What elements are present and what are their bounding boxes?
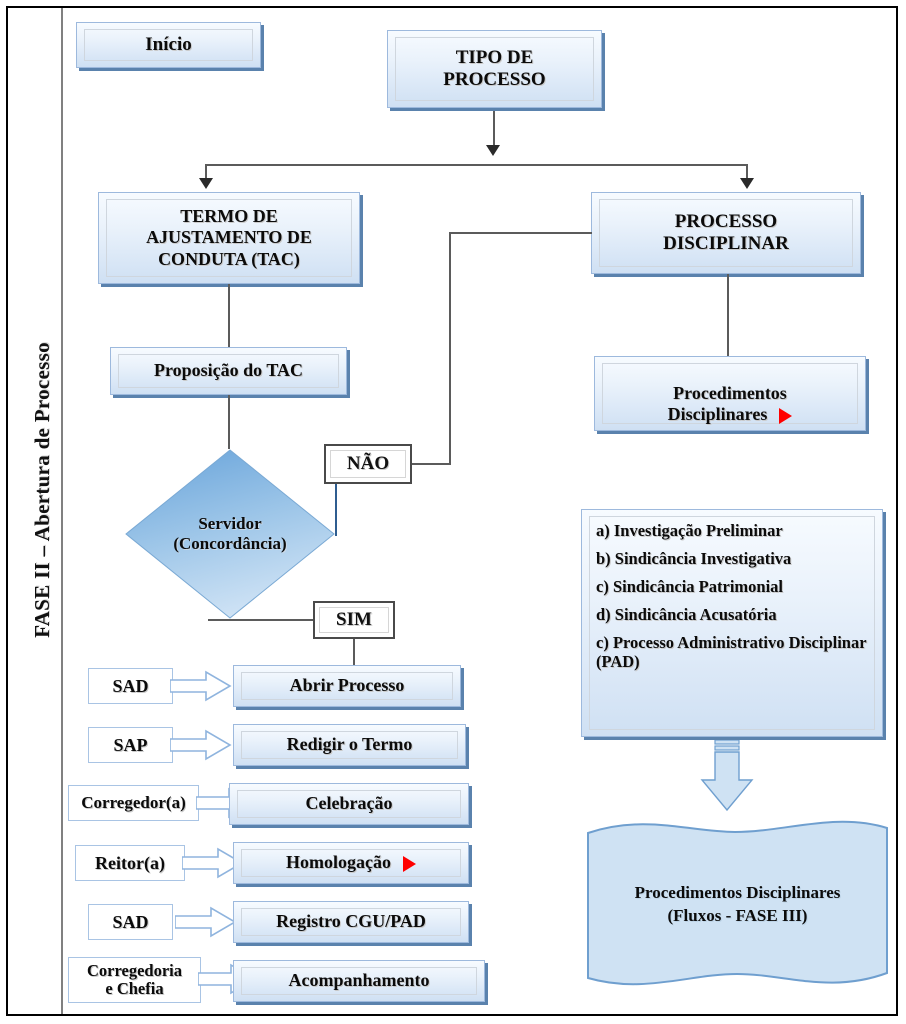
block-arrow-1 <box>170 729 232 761</box>
block-arrow-3 <box>182 847 244 879</box>
step-box-2[interactable]: Celebração <box>229 783 469 825</box>
phase-title: FASE II – Abertura de Processo <box>30 342 54 638</box>
node-tac-label: TERMO DE AJUSTAMENTO DE CONDUTA (TAC) <box>136 206 322 270</box>
decision-servidor-concordancia[interactable]: Servidor (Concordância) <box>124 448 336 620</box>
connector-nao-right <box>412 463 450 465</box>
connector-split-right-down <box>746 164 748 180</box>
block-arrow-4 <box>175 906 237 938</box>
procedure-item-2: c) Sindicância Patrimonial <box>596 576 783 596</box>
step-box-1[interactable]: Redigir o Termo <box>233 724 466 766</box>
role-box-1[interactable]: SAP <box>88 727 173 763</box>
node-processo-disciplinar-label: PROCESSO DISCIPLINAR <box>663 210 789 254</box>
decision-label-nao-text: NÃO <box>346 453 390 474</box>
decision-label-nao[interactable]: NÃO <box>324 444 412 484</box>
node-tipo-de-processo-label: TIPO DE PROCESSO <box>443 46 546 90</box>
procedure-item-3: d) Sindicância Acusatória <box>596 604 777 624</box>
node-tipo-de-processo[interactable]: TIPO DE PROCESSO <box>387 30 602 108</box>
role-label-5: Corregedoria e Chefia <box>87 960 182 998</box>
down-block-arrow <box>700 740 754 812</box>
step-label-0: Abrir Processo <box>289 675 405 696</box>
wave-shape-path <box>587 820 888 986</box>
step-label-4: Registro CGU/PAD <box>276 911 426 932</box>
decision-diamond-shape <box>125 449 335 619</box>
node-termo-ajustamento-conduta[interactable]: TERMO DE AJUSTAMENTO DE CONDUTA (TAC) <box>98 192 360 284</box>
connector-split-horizontal <box>205 164 748 166</box>
node-proposicao-do-tac[interactable]: Proposição do TAC <box>110 347 347 395</box>
procedures-list-box[interactable]: a) Investigação Preliminar b) Sindicânci… <box>581 509 883 737</box>
node-inicio[interactable]: Início <box>76 22 261 68</box>
connector-diamond-to-sim <box>208 619 323 621</box>
decision-label-sim-text: SIM <box>336 609 372 630</box>
inner-bevel <box>319 607 389 633</box>
connector-sim-to-abrir <box>353 639 355 665</box>
connector-procdisc-to-procedimentos <box>727 274 729 356</box>
terminal-label: Procedimentos Disciplinares (Fluxos - FA… <box>585 882 890 928</box>
red-triangle-marker-homologacao <box>403 856 416 873</box>
tac-line1: TERMO DE AJUSTAMENTO DE CONDUTA (TAC) <box>146 206 312 269</box>
red-triangle-marker-procedimentos <box>779 407 793 424</box>
step-label-1: Redigir o Termo <box>286 734 413 755</box>
title-column-divider <box>61 8 63 1014</box>
decision-label: Servidor (Concordância) <box>124 448 336 620</box>
page-frame <box>6 6 898 1016</box>
connector-tipo-down <box>493 111 495 147</box>
procedimentos-text: Procedimentos Disciplinares <box>667 382 787 425</box>
arrowhead-tipo-down <box>486 145 500 156</box>
inner-bevel <box>330 450 406 478</box>
node-processo-disciplinar[interactable]: PROCESSO DISCIPLINAR <box>591 192 861 274</box>
step-box-3[interactable]: Homologação <box>233 842 469 884</box>
role-label-3: Reitor(a) <box>95 852 165 873</box>
node-inicio-label: Início <box>145 33 192 55</box>
role-box-3[interactable]: Reitor(a) <box>75 845 185 881</box>
role-label-4: SAD <box>112 911 149 932</box>
connector-tac-to-proposicao <box>228 284 230 347</box>
connector-split-left-down <box>205 164 207 180</box>
node-proposicao-label: Proposição do TAC <box>153 360 304 381</box>
arrowhead-to-processo-disciplinar <box>740 178 754 189</box>
role-label-0: SAD <box>112 675 149 696</box>
role-box-4[interactable]: SAD <box>88 904 173 940</box>
procedure-item-4: c) Processo Administrativo Disciplinar (… <box>596 632 867 671</box>
connector-nao-up <box>449 232 451 465</box>
terminal-wave-shape[interactable]: Procedimentos Disciplinares (Fluxos - FA… <box>585 808 890 998</box>
connector-proposicao-to-decision <box>228 395 230 449</box>
decision-label-text: Servidor (Concordância) <box>173 513 287 553</box>
role-label-1: SAP <box>113 734 148 755</box>
decision-label-sim[interactable]: SIM <box>313 601 395 639</box>
block-arrow-0 <box>170 670 232 702</box>
step-box-4[interactable]: Registro CGU/PAD <box>233 901 469 943</box>
procedure-item-1: b) Sindicância Investigativa <box>596 548 792 568</box>
terminal-line1: Procedimentos Disciplinares <box>634 883 841 902</box>
node-procedimentos-label: Procedimentos Disciplinares <box>658 362 803 426</box>
terminal-line2: (Fluxos - FASE III) <box>667 905 808 925</box>
step-label-3-text: Homologação <box>286 852 391 873</box>
connector-nao-to-procdisc <box>449 232 592 234</box>
connector-diamond-to-nao <box>335 484 337 536</box>
step-label-3: Homologação <box>276 852 426 873</box>
step-box-5[interactable]: Acompanhamento <box>233 960 485 1002</box>
step-label-2: Celebração <box>305 793 393 814</box>
role-box-2[interactable]: Corregedor(a) <box>68 785 199 821</box>
procedure-item-0: a) Investigação Preliminar <box>596 521 783 540</box>
node-procedimentos-disciplinares[interactable]: Procedimentos Disciplinares <box>594 356 866 431</box>
procedures-list: a) Investigação Preliminar b) Sindicânci… <box>582 510 882 684</box>
role-label-2: Corregedor(a) <box>81 793 186 813</box>
step-label-5: Acompanhamento <box>288 970 430 991</box>
arrowhead-to-tac <box>199 178 213 189</box>
role-box-5[interactable]: Corregedoria e Chefia <box>68 957 201 1003</box>
step-box-0[interactable]: Abrir Processo <box>233 665 461 707</box>
role-box-0[interactable]: SAD <box>88 668 173 704</box>
